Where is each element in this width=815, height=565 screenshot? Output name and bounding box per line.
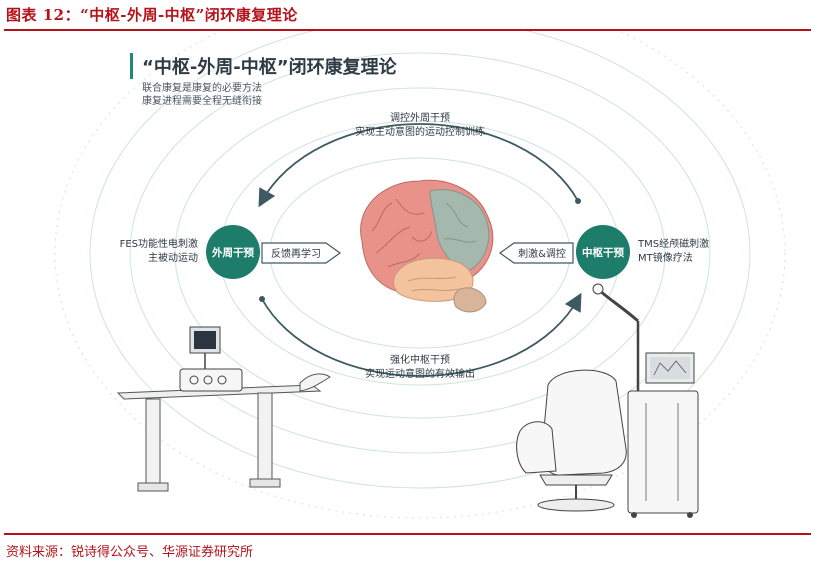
figure-header: 图表 12：“中枢-外周-中枢”闭环康复理论 bbox=[4, 0, 811, 30]
heading-bar bbox=[130, 53, 133, 79]
central-node: 中枢干预 bbox=[576, 225, 630, 279]
tms-chair-device bbox=[516, 283, 699, 518]
bottom-loop-arc bbox=[261, 292, 582, 377]
top-arc-start-dot bbox=[575, 198, 581, 204]
stimulation-regulation-tag: 刺激&调控 bbox=[498, 242, 574, 264]
rehab-desk-device bbox=[116, 326, 331, 492]
left-desc-line-1: FES功能性电刺激 bbox=[120, 237, 198, 250]
feedback-relearning-tag: 反馈再学习 bbox=[261, 242, 342, 264]
bottom-caption-line-1: 强化中枢干预 bbox=[390, 353, 450, 366]
source-note: 资料来源：锐诗得公众号、华源证券研究所 bbox=[6, 545, 254, 560]
bottom-divider bbox=[4, 533, 811, 535]
bottom-arc-start-dot bbox=[259, 296, 265, 302]
right-desc-line-1: TMS经颅磁刺激 bbox=[637, 237, 709, 250]
diagram-heading: “中枢-外周-中枢”闭环康复理论 bbox=[142, 56, 398, 78]
top-caption-line-2: 实现主动意图的运动控制训练 bbox=[355, 125, 485, 138]
central-node-label: 中枢干预 bbox=[582, 246, 624, 259]
top-loop-arc bbox=[258, 123, 579, 208]
figure-title: 图表 12：“中枢-外周-中枢”闭环康复理论 bbox=[6, 6, 298, 24]
feedback-relearning-label: 反馈再学习 bbox=[271, 247, 321, 260]
bottom-caption-line-2: 实现运动意图的有效输出 bbox=[365, 367, 475, 380]
stimulation-regulation-label: 刺激&调控 bbox=[518, 247, 566, 260]
top-caption-line-1: 调控外周干预 bbox=[390, 111, 450, 124]
subtitle-line-1: 联合康复是康复的必要方法 bbox=[142, 81, 262, 94]
brain-illustration bbox=[360, 179, 494, 313]
top-divider bbox=[4, 29, 811, 31]
left-desc-line-2: 主被动运动 bbox=[148, 251, 198, 264]
peripheral-node: 外周干预 bbox=[206, 225, 260, 279]
right-desc-line-2: MT镜像疗法 bbox=[638, 251, 693, 264]
loop-arcs bbox=[258, 123, 582, 377]
closed-loop-diagram: “中枢-外周-中枢”闭环康复理论 联合康复是康复的必要方法 康复进程需要全程无缝… bbox=[54, 31, 786, 519]
peripheral-node-label: 外周干预 bbox=[211, 246, 254, 259]
subtitle-line-2: 康复进程需要全程无缝衔接 bbox=[142, 94, 262, 107]
